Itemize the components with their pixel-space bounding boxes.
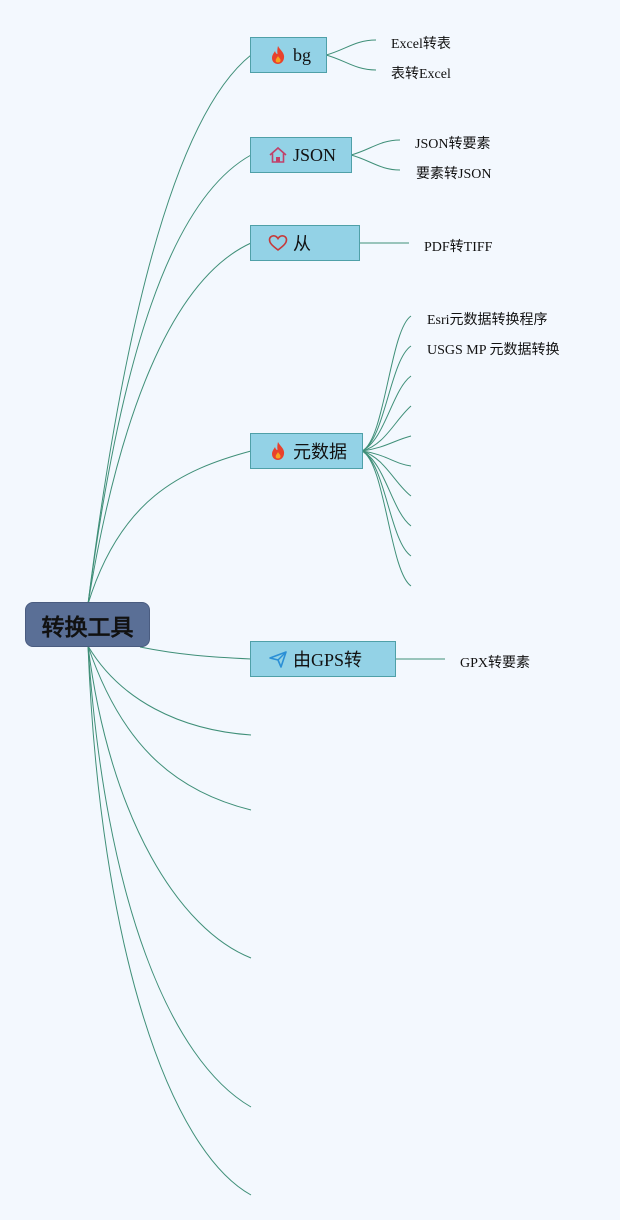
heart-icon	[268, 233, 288, 253]
link-root-branch-6	[87, 645, 252, 736]
topic-from[interactable]: 从	[250, 225, 360, 261]
topic-json[interactable]: JSON	[250, 137, 352, 173]
link-root-branch-10	[87, 645, 252, 1196]
link-root-json	[87, 154, 252, 605]
leaf-json-to-feature[interactable]: JSON转要素	[415, 137, 491, 152]
leaf-esri-metadata-translator[interactable]: Esri元数据转换程序	[427, 313, 548, 328]
paper-plane-icon	[268, 649, 288, 669]
topic-label: 元数据	[293, 442, 347, 462]
leaf-table-to-excel[interactable]: 表转Excel	[391, 67, 451, 82]
link-root-gps	[139, 646, 252, 660]
topic-label: 从	[293, 234, 311, 254]
topic-metadata[interactable]: 元数据	[250, 433, 363, 469]
leaf-pdf-to-tiff[interactable]: PDF转TIFF	[424, 240, 493, 255]
leaf-excel-to-table[interactable]: Excel转表	[391, 37, 451, 52]
root-topic[interactable]: 转换工具	[25, 602, 150, 647]
fire-icon	[268, 45, 288, 65]
link-root-branch-8	[87, 645, 252, 959]
link-root-branch-7	[87, 645, 252, 811]
topic-label: 由GPS转	[293, 650, 363, 670]
home-icon	[268, 145, 288, 165]
topic-bg[interactable]: bg	[250, 37, 327, 73]
link-root-bg	[87, 54, 252, 605]
link-root-branch-9	[87, 645, 252, 1108]
leaf-usgs-mp-metadata-translator[interactable]: USGS MP 元数据转换	[427, 343, 560, 358]
fire-icon	[268, 441, 288, 461]
link-root-metadata	[87, 450, 252, 605]
topic-from-gps[interactable]: 由GPS转	[250, 641, 396, 677]
topic-label: bg	[293, 44, 311, 65]
topic-label: JSON	[293, 144, 337, 165]
leaf-feature-to-json[interactable]: 要素转JSON	[416, 167, 492, 182]
link-root-cong	[87, 242, 252, 605]
leaf-gpx-to-feature[interactable]: GPX转要素	[460, 656, 531, 671]
